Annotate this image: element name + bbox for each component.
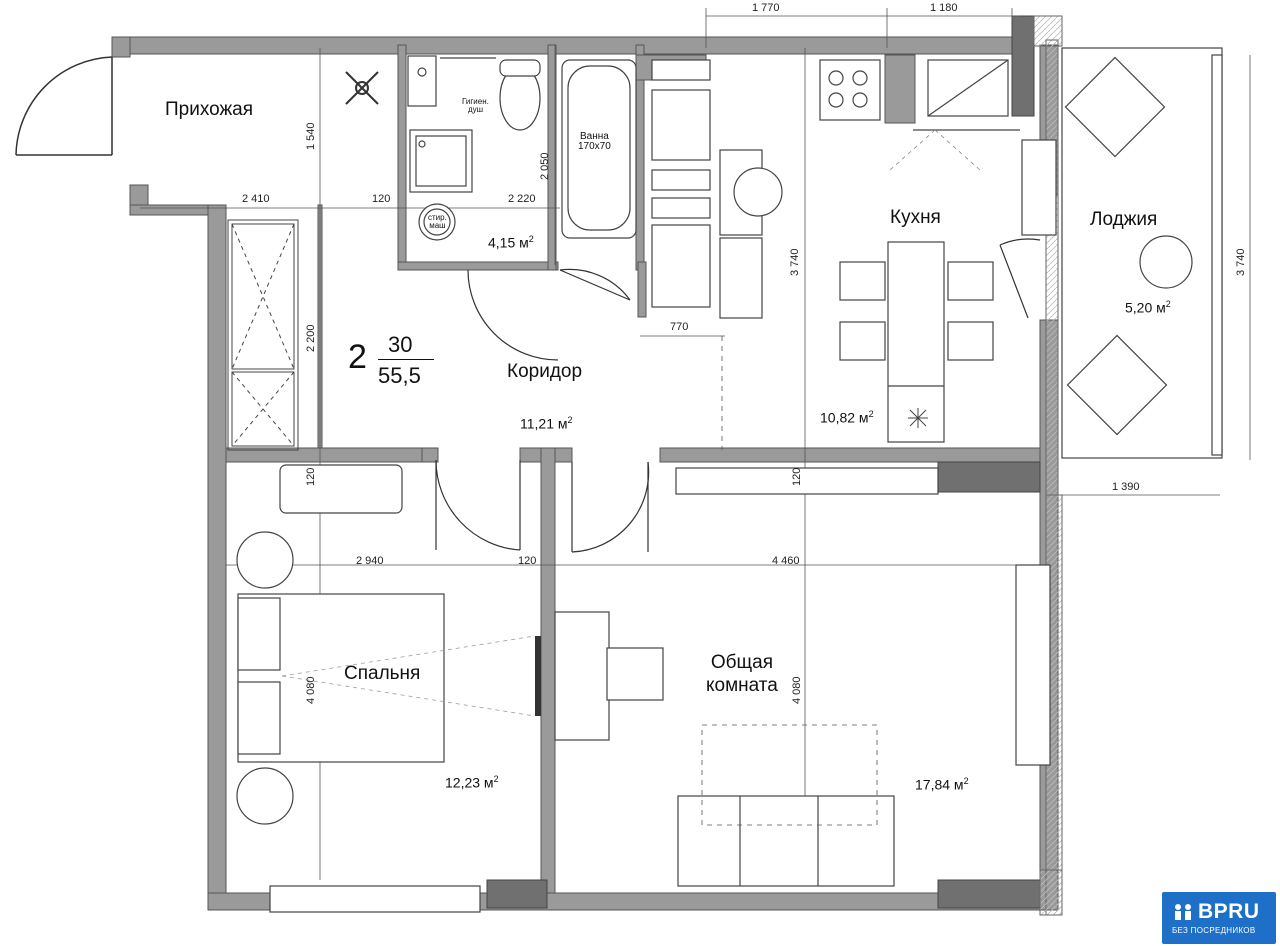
- dim-770: 770: [670, 321, 689, 333]
- dim-2940: 2 940: [356, 555, 384, 567]
- bpru-logo: BPRU БЕЗ ПОСРЕДНИКОВ: [1162, 892, 1276, 944]
- room-label-kitchen: Кухня: [890, 207, 941, 228]
- sq-sup: 2: [868, 409, 874, 419]
- room-label-hall: Прихожая: [165, 99, 254, 120]
- dim-1540: 1 540: [305, 122, 317, 150]
- dim-1390: 1 390: [1112, 481, 1140, 493]
- doors: [435, 238, 1041, 553]
- room-label-bedroom: Спальня: [344, 663, 421, 684]
- room-label-loggia: Лоджия: [1090, 209, 1158, 230]
- dim-120-b: 120: [518, 555, 537, 567]
- sq-sup: 2: [1165, 299, 1171, 309]
- dim-120-a: 120: [372, 193, 391, 205]
- apartment-code-fraction-line: [378, 359, 434, 360]
- dim-top-1180: 1 180: [930, 2, 958, 14]
- dim-3740-kitchen: 3 740: [789, 248, 801, 276]
- room-label-corridor: Коридор: [507, 361, 583, 382]
- dim-4080-living: 4 080: [791, 676, 803, 704]
- loggia-area: 5,20 м2: [1125, 300, 1171, 315]
- kitchen-area-value: 10,82 м: [820, 409, 869, 426]
- dim-2200: 2 200: [305, 324, 317, 352]
- sq-sup: 2: [963, 776, 969, 786]
- bedroom-furniture: [236, 464, 481, 913]
- dim-4080-bedroom: 4 080: [305, 676, 317, 704]
- bath-area: 4,15 м2: [488, 235, 534, 250]
- sq-sup: 2: [528, 234, 534, 244]
- bath-area-value: 4,15 м: [488, 234, 529, 251]
- washer-label: стир. маш: [428, 214, 447, 230]
- entrance-door: [15, 56, 113, 156]
- bpru-logo-name: BPRU: [1198, 900, 1260, 923]
- bpru-logo-icon: [1175, 904, 1191, 920]
- room-label-living: Общая комната: [706, 652, 778, 698]
- dim-2220: 2 220: [508, 193, 536, 205]
- shower-label: душ: [468, 105, 484, 114]
- living-name-line1: Общая: [710, 652, 773, 673]
- living-name-line2: комната: [706, 674, 778, 696]
- dim-120-vert-b: 120: [791, 467, 803, 486]
- sq-sup: 2: [567, 415, 573, 425]
- dim-4460: 4 460: [772, 555, 800, 567]
- corridor-area: 11,21 м2: [520, 416, 573, 431]
- dim-2410: 2 410: [242, 193, 270, 205]
- living-area-value: 17,84 м: [915, 776, 964, 793]
- apartment-rooms-count: 2: [348, 338, 367, 376]
- sq-sup: 2: [493, 774, 499, 784]
- apartment-code-bottom: 55,5: [378, 363, 421, 388]
- wardrobe: [227, 219, 299, 451]
- kitchen-furniture: [819, 59, 1057, 443]
- bathtub-size: 170х70: [578, 141, 611, 152]
- washer-line1: стир.: [428, 213, 447, 222]
- apartment-code-top: 30: [388, 332, 413, 357]
- bpru-logo-tagline: БЕЗ ПОСРЕДНИКОВ: [1172, 926, 1256, 935]
- hygiene-label: Гигиен.: [462, 97, 489, 106]
- fan-icon: [345, 71, 379, 105]
- washer-line2: маш: [429, 221, 446, 230]
- corridor-area-value: 11,21 м: [520, 415, 568, 432]
- bathtub-label: Ванна 170х70: [578, 132, 611, 152]
- loggia-area-value: 5,20 м: [1125, 299, 1166, 316]
- living-furniture: [554, 467, 1051, 887]
- bedroom-area-value: 12,23 м: [445, 774, 494, 791]
- living-area: 17,84 м2: [915, 777, 969, 792]
- loggia-furniture: [1061, 47, 1223, 459]
- kitchen-area: 10,82 м2: [820, 410, 874, 425]
- dim-3740-loggia: 3 740: [1235, 248, 1247, 276]
- bathtub-name: Ванна: [579, 131, 609, 142]
- hygiene-shower-label: Гигиен. душ: [462, 98, 489, 114]
- bathroom-fixtures: [407, 55, 783, 319]
- dim-120-vert-a: 120: [305, 467, 317, 486]
- dim-top-1770: 1 770: [752, 2, 780, 14]
- bedroom-area: 12,23 м2: [445, 775, 499, 790]
- dim-2050: 2 050: [539, 152, 551, 180]
